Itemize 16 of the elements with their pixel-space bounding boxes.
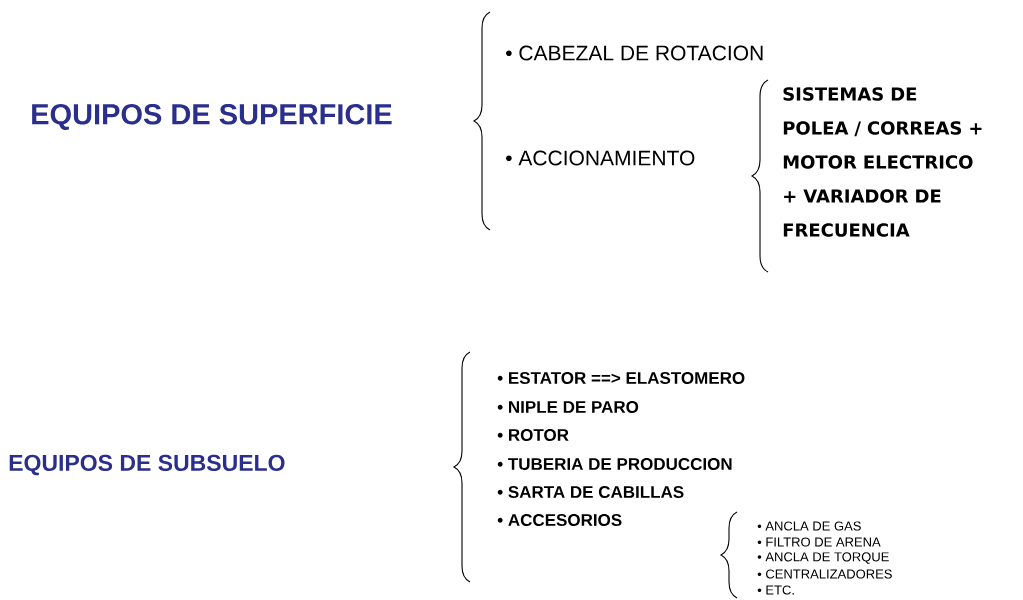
list-item: • FILTRO DE ARENA: [757, 537, 881, 547]
note-text: SISTEMAS DE POLEA / CORREAS + MOTOR ELECTRICO + VARIADOR DE FRECUENCIA: [783, 87, 982, 237]
list-item: • NIPLE DE PARO: [497, 401, 639, 414]
heading: EQUIPOS DE SUPERFICIE: [32, 104, 392, 130]
heading: EQUIPOS DE SUBSUELO: [9, 454, 285, 476]
list-item: • SARTA DE CABILLAS: [497, 486, 684, 499]
list-item: • CABEZAL DE ROTACION: [506, 45, 763, 61]
list-item: • ACCESORIOS: [497, 514, 622, 527]
list-item: • ETC.: [757, 585, 794, 595]
list-item: • ROTOR: [497, 429, 569, 442]
list-item: • TUBERIA DE PRODUCCION: [497, 458, 732, 471]
list-item: • ESTATOR ==> ELASTOMERO: [497, 372, 745, 385]
list-item: • ACCIONAMIENTO: [506, 150, 695, 166]
list-item: • ANCLA DE GAS: [757, 521, 861, 531]
list-item: • CENTRALIZADORES: [757, 569, 892, 579]
list-item: • ANCLA DE TORQUE: [757, 552, 889, 564]
